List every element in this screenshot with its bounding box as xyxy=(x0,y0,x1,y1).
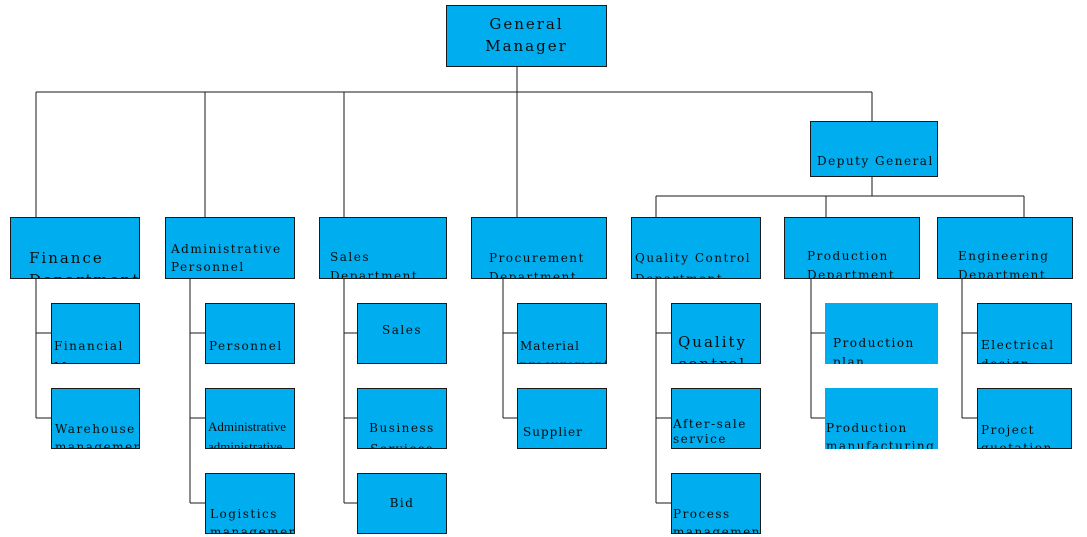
department-label: Administrative Personnel Department xyxy=(171,242,282,274)
production-department-box: Production Department xyxy=(784,217,920,279)
engineering-department-box: Engineering Department xyxy=(937,217,1073,279)
unit-label: Supplier Development xyxy=(523,424,606,448)
unit-label: Quality control xyxy=(678,332,747,364)
unit-label: Logistics management xyxy=(210,507,295,534)
general-manager-box: General Manager xyxy=(446,5,607,67)
department-label: Engineering Department xyxy=(958,249,1050,279)
unit-label: Bid xyxy=(389,495,415,510)
financial-management-box: Financial Management xyxy=(51,303,140,364)
finance-department-box: Finance Department xyxy=(10,217,140,279)
bid-box: Bid xyxy=(357,473,447,534)
unit-label: Material procurement xyxy=(520,339,606,363)
logistics-management-box: Logistics management xyxy=(205,473,295,534)
procurement-department-box: Procurement Department xyxy=(471,217,607,279)
unit-label: Project quotation xyxy=(981,423,1053,449)
production-manufacturing-box: Production manufacturing xyxy=(825,388,938,449)
electrical-design-box: Electrical design xyxy=(977,303,1072,364)
general-manager-label: General Manager xyxy=(485,15,568,55)
project-quotation-box: Project quotation xyxy=(977,388,1072,449)
department-label: Finance Department xyxy=(29,248,138,278)
unit-label: Production manufacturing xyxy=(826,421,936,449)
unit-label: Business Services xyxy=(369,421,435,449)
after-sale-service-box: After-sale service xyxy=(671,388,761,449)
unit-label: After-sale service xyxy=(673,417,747,446)
unit-label: Administrative administrative xyxy=(208,419,286,449)
quality-control-department-box: Quality Control Department xyxy=(631,217,761,279)
unit-label: Sales xyxy=(382,322,422,337)
unit-label: Production plan xyxy=(833,336,915,364)
sales-box: Sales xyxy=(357,303,447,364)
supplier-development-box: Supplier Development xyxy=(517,388,607,449)
department-label: Procurement Department xyxy=(489,251,585,279)
deputy-general-manager-box: Deputy General Manager xyxy=(810,121,938,177)
unit-label: Electrical design xyxy=(981,338,1055,363)
personnel-management-box: Personnel management xyxy=(205,303,295,364)
unit-label: Personnel management xyxy=(209,339,294,363)
unit-label: Financial Management xyxy=(54,339,139,363)
sales-department-box: Sales Department xyxy=(319,217,447,279)
admin-personnel-department-box: Administrative Personnel Department xyxy=(165,217,295,279)
unit-label: Warehouse management xyxy=(55,422,140,449)
warehouse-management-box: Warehouse management xyxy=(51,388,140,449)
production-plan-box: Production plan xyxy=(825,303,938,364)
department-label: Quality Control Department xyxy=(635,251,752,279)
unit-label: Process management xyxy=(673,507,761,534)
quality-control-box: Quality control xyxy=(671,303,761,364)
deputy-general-manager-label: Deputy General Manager xyxy=(817,154,934,176)
department-label: Sales Department xyxy=(330,250,419,279)
business-services-box: Business Services xyxy=(357,388,447,449)
material-procurement-box: Material procurement xyxy=(517,303,607,364)
administrative-box: Administrative administrative xyxy=(205,388,295,449)
department-label: Production Department xyxy=(807,249,896,279)
process-management-box: Process management xyxy=(671,473,761,534)
